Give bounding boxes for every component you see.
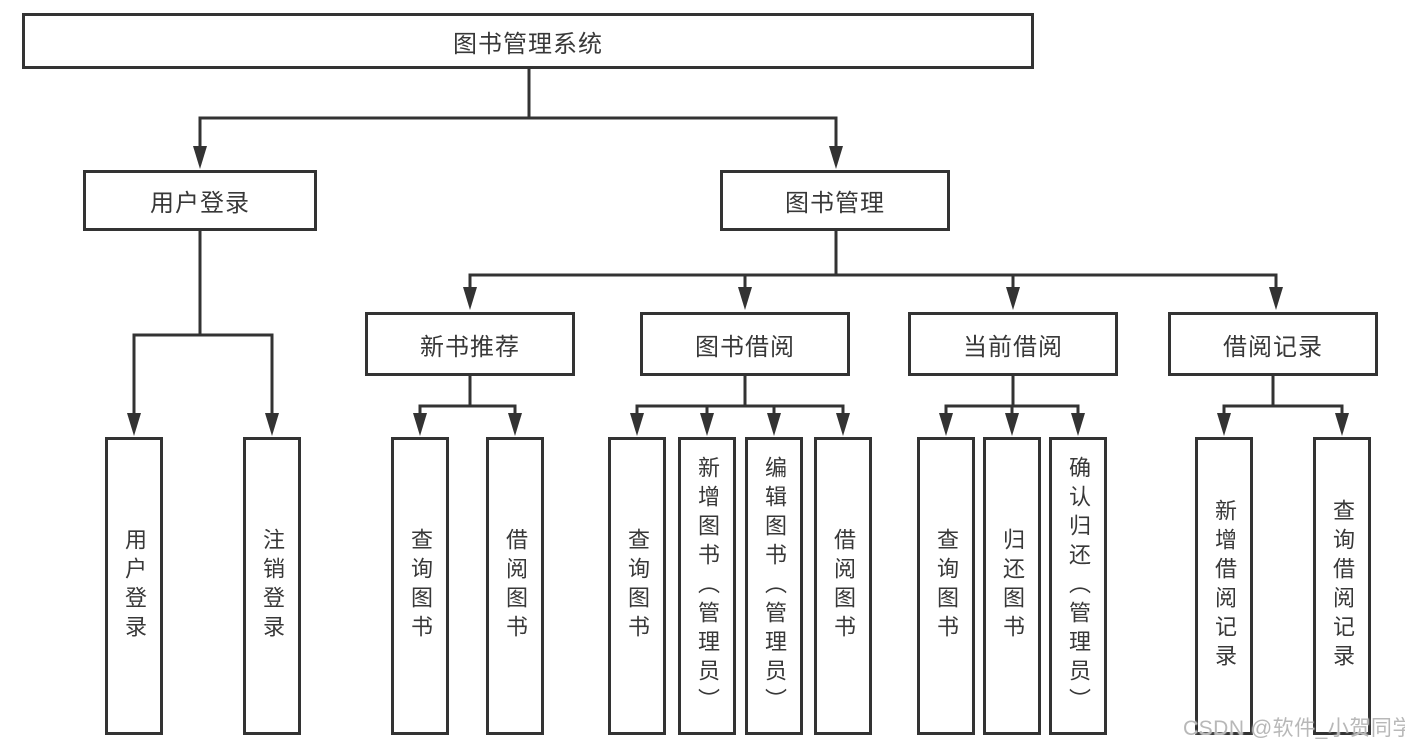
arrowheads: [127, 146, 1349, 436]
node-label: 归还图书: [1000, 528, 1025, 644]
leaf-confirm-return-admin: 确认归还（管理员）: [1049, 437, 1107, 735]
node-label: 查询图书: [625, 528, 650, 644]
node-label: 注销登录: [260, 528, 285, 644]
node-label: 新书推荐: [420, 333, 520, 361]
node-label: 图书管理: [785, 190, 885, 217]
node-current-borrowing: 当前借阅: [908, 312, 1118, 376]
node-label: 确认归还（管理员）: [1066, 455, 1091, 717]
leaf-edit-books-admin: 编辑图书（管理员）: [745, 437, 803, 735]
leaf-borrow-books: 借阅图书: [814, 437, 872, 735]
leaf-add-books-admin: 新增图书（管理员）: [678, 437, 736, 735]
leaf-user-login: 用户登录: [105, 437, 163, 735]
leaf-logout: 注销登录: [243, 437, 301, 735]
leaf-query-books-borrow: 查询图书: [608, 437, 666, 735]
node-book-borrowing: 图书借阅: [640, 312, 850, 376]
node-label: 用户登录: [150, 190, 250, 217]
node-label: 查询图书: [408, 528, 433, 644]
node-label: 新增借阅记录: [1212, 499, 1237, 673]
node-label: 图书管理系统: [453, 30, 603, 58]
node-label: 查询借阅记录: [1330, 499, 1355, 673]
node-label: 当前借阅: [963, 333, 1063, 361]
leaf-query-books-current: 查询图书: [917, 437, 975, 735]
node-label: 借阅图书: [831, 528, 856, 644]
node-new-book-recommendation: 新书推荐: [365, 312, 575, 376]
leaf-query-books-recommend: 查询图书: [391, 437, 449, 735]
leaf-query-borrow-record: 查询借阅记录: [1313, 437, 1371, 735]
node-label: 用户登录: [122, 528, 147, 644]
node-borrowing-records: 借阅记录: [1168, 312, 1378, 376]
node-label: 编辑图书（管理员）: [762, 455, 787, 717]
node-user-login: 用户登录: [83, 170, 317, 231]
node-label: 新增图书（管理员）: [695, 455, 720, 717]
node-label: 图书借阅: [695, 333, 795, 361]
node-label: 借阅图书: [503, 528, 528, 644]
node-book-management: 图书管理: [720, 170, 950, 231]
csdn-watermark: CSDN @软件_小贺同学: [1183, 717, 1405, 740]
node-label: 借阅记录: [1223, 333, 1323, 361]
leaf-add-borrow-record: 新增借阅记录: [1195, 437, 1253, 735]
leaf-return-books: 归还图书: [983, 437, 1041, 735]
leaf-borrow-books-recommend: 借阅图书: [486, 437, 544, 735]
node-root-system: 图书管理系统: [22, 13, 1034, 69]
node-label: 查询图书: [934, 528, 959, 644]
